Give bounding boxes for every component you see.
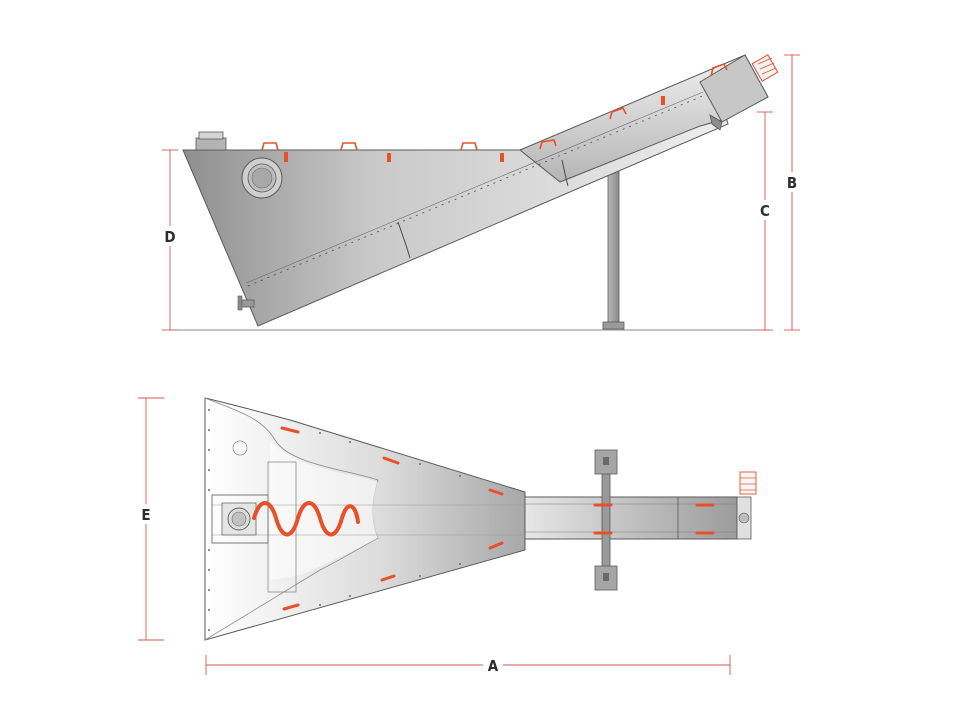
inspection-port <box>241 157 283 199</box>
dimension-label-a: A <box>488 657 499 675</box>
drain-outlet <box>237 295 255 311</box>
dimension-label-e: E <box>141 506 150 524</box>
dimension-lines <box>138 54 800 675</box>
warning-markers <box>284 96 665 162</box>
plan-bolt-rows <box>208 409 461 631</box>
plan-drive-unit <box>736 471 757 540</box>
dimension-label-c: C <box>760 202 770 220</box>
drive-motor-icon <box>751 54 779 82</box>
inlet-pipe <box>195 131 227 151</box>
plan-support-feet <box>594 449 618 591</box>
screw-flight-icon <box>252 501 360 537</box>
side-elevation-view <box>170 54 779 331</box>
plan-inlet-box <box>211 440 297 593</box>
discharge-head <box>699 54 769 123</box>
dimension-label-d: D <box>164 228 175 246</box>
dimension-label-b: B <box>787 174 797 192</box>
plan-lug-markers <box>280 426 715 611</box>
plan-view <box>204 397 757 641</box>
plan-overflow-weir <box>204 397 379 641</box>
hanger-brackets <box>397 159 569 259</box>
discharge-chute <box>709 114 723 131</box>
lifting-lugs <box>261 63 728 151</box>
